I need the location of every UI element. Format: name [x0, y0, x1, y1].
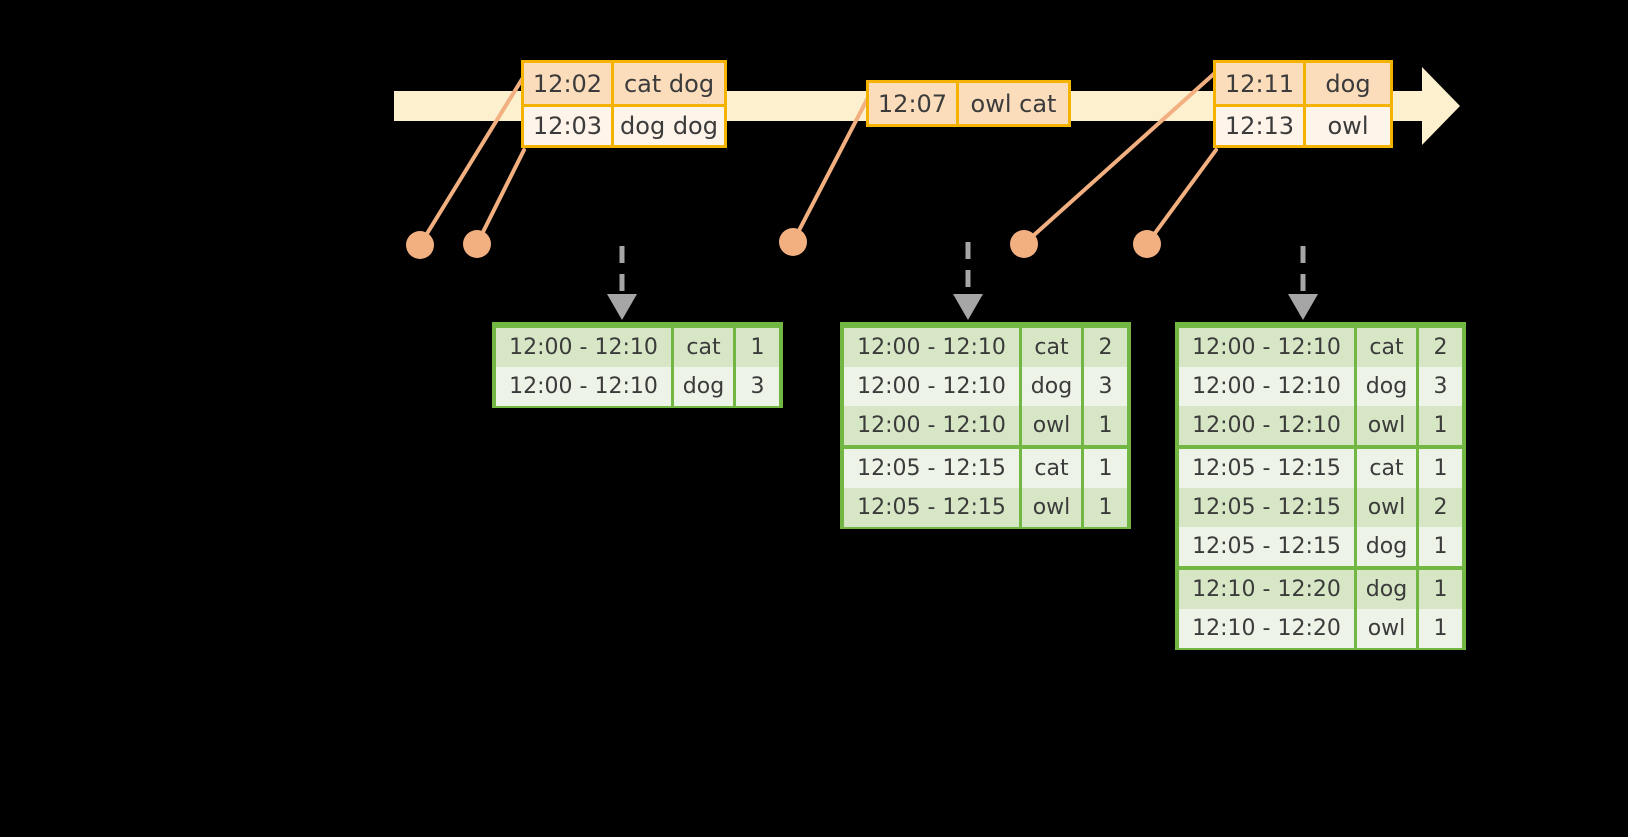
cell-count: 1 [1416, 527, 1462, 566]
marker-dot-1 [406, 231, 434, 259]
table-row: 12:00 - 12:10 owl 1 [1179, 404, 1462, 445]
cell-window: 12:05 - 12:15 [1179, 488, 1354, 527]
event-row: 12:02 cat dog [524, 63, 724, 104]
cell-count: 1 [1416, 570, 1462, 609]
cell-window: 12:00 - 12:10 [496, 367, 671, 406]
cell-window: 12:00 - 12:10 [1179, 328, 1354, 367]
marker-dot-3 [779, 228, 807, 256]
event-words: owl [1306, 107, 1390, 145]
dashed-arrow-1-head [607, 294, 637, 320]
cell-window: 12:00 - 12:10 [844, 367, 1019, 406]
table-row: 12:00 - 12:10 cat 2 [1179, 326, 1462, 367]
cell-count: 2 [1416, 488, 1462, 527]
marker-dot-4 [1010, 230, 1038, 258]
cell-count: 3 [1416, 367, 1462, 406]
event-group-2: 12:07 owl cat [866, 80, 1071, 127]
cell-word: owl [1019, 406, 1081, 445]
table-row: 12:10 - 12:20 dog 1 [1179, 568, 1462, 609]
event-words: owl cat [959, 83, 1068, 124]
result-table-3: 12:00 - 12:10 cat 2 12:00 - 12:10 dog 3 … [1175, 322, 1466, 650]
cell-window: 12:10 - 12:20 [1179, 609, 1354, 648]
event-words: cat dog [614, 63, 724, 104]
cell-count: 1 [1081, 449, 1127, 488]
cell-count: 2 [1416, 328, 1462, 367]
marker-dot-5 [1133, 230, 1161, 258]
group-separator [1179, 564, 1462, 568]
cell-window: 12:00 - 12:10 [844, 406, 1019, 445]
table-row: 12:05 - 12:15 owl 2 [1179, 486, 1462, 527]
table-row: 12:00 - 12:10 dog 3 [496, 365, 779, 406]
cell-window: 12:00 - 12:10 [1179, 406, 1354, 445]
cell-window: 12:05 - 12:15 [1179, 449, 1354, 488]
cell-word: dog [671, 367, 733, 406]
cell-count: 1 [733, 328, 779, 367]
connector-line-3 [791, 86, 875, 244]
dashed-arrow-2-head [953, 294, 983, 320]
cell-word: cat [1354, 328, 1416, 367]
event-words: dog dog [614, 107, 724, 145]
cell-count: 1 [1416, 609, 1462, 648]
event-group-3: 12:11 dog 12:13 owl [1213, 60, 1393, 148]
table-row: 12:00 - 12:10 cat 2 [844, 326, 1127, 367]
cell-count: 1 [1416, 449, 1462, 488]
cell-count: 1 [1081, 406, 1127, 445]
cell-window: 12:05 - 12:15 [844, 488, 1019, 527]
cell-word: cat [671, 328, 733, 367]
event-time: 12:07 [869, 83, 959, 124]
table-row: 12:00 - 12:10 dog 3 [844, 365, 1127, 406]
cell-word: owl [1354, 488, 1416, 527]
dashed-arrow-3-head [1288, 294, 1318, 320]
event-row: 12:13 owl [1216, 104, 1390, 145]
event-row: 12:11 dog [1216, 63, 1390, 104]
result-table-2: 12:00 - 12:10 cat 2 12:00 - 12:10 dog 3 … [840, 322, 1131, 529]
group-separator [844, 443, 1127, 447]
event-time: 12:13 [1216, 107, 1306, 145]
cell-count: 1 [1416, 406, 1462, 445]
cell-word: dog [1354, 527, 1416, 566]
table-row: 12:05 - 12:15 dog 1 [1179, 525, 1462, 566]
dashed-arrows [619, 242, 1306, 300]
table-row: 12:00 - 12:10 cat 1 [496, 326, 779, 367]
cell-word: owl [1019, 488, 1081, 527]
cell-window: 12:00 - 12:10 [844, 328, 1019, 367]
connector-line-1 [418, 74, 526, 247]
cell-word: dog [1019, 367, 1081, 406]
event-row: 12:03 dog dog [524, 104, 724, 145]
cell-word: cat [1019, 449, 1081, 488]
table-row: 12:00 - 12:10 dog 3 [1179, 365, 1462, 406]
cell-count: 3 [733, 367, 779, 406]
event-time: 12:03 [524, 107, 614, 145]
cell-word: cat [1019, 328, 1081, 367]
cell-window: 12:05 - 12:15 [1179, 527, 1354, 566]
table-row: 12:10 - 12:20 owl 1 [1179, 607, 1462, 648]
cell-word: dog [1354, 570, 1416, 609]
cell-count: 1 [1081, 488, 1127, 527]
cell-count: 3 [1081, 367, 1127, 406]
marker-dot-2 [463, 230, 491, 258]
group-separator [1179, 443, 1462, 447]
cell-word: dog [1354, 367, 1416, 406]
event-group-1: 12:02 cat dog 12:03 dog dog [521, 60, 727, 148]
connector-line-2 [475, 148, 526, 246]
event-words: dog [1306, 63, 1390, 104]
cell-window: 12:05 - 12:15 [844, 449, 1019, 488]
event-row: 12:07 owl cat [869, 83, 1068, 124]
table-row: 12:00 - 12:10 owl 1 [844, 404, 1127, 445]
cell-window: 12:10 - 12:20 [1179, 570, 1354, 609]
table-row: 12:05 - 12:15 cat 1 [844, 447, 1127, 488]
event-time: 12:02 [524, 63, 614, 104]
cell-word: owl [1354, 609, 1416, 648]
dashed-arrow-heads [607, 294, 1318, 320]
table-row: 12:05 - 12:15 cat 1 [1179, 447, 1462, 488]
event-time: 12:11 [1216, 63, 1306, 104]
cell-window: 12:00 - 12:10 [1179, 367, 1354, 406]
cell-window: 12:00 - 12:10 [496, 328, 671, 367]
connector-line-5 [1145, 148, 1218, 246]
result-table-1: 12:00 - 12:10 cat 1 12:00 - 12:10 dog 3 [492, 322, 783, 408]
table-row: 12:05 - 12:15 owl 1 [844, 486, 1127, 527]
cell-count: 2 [1081, 328, 1127, 367]
cell-word: cat [1354, 449, 1416, 488]
cell-word: owl [1354, 406, 1416, 445]
